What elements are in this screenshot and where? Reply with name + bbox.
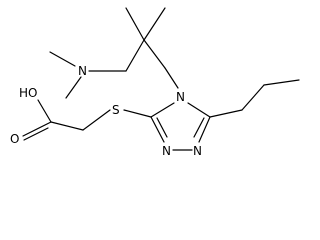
bond-c3-n2: [150, 116, 165, 143]
atom-n-ring-4: N: [176, 90, 185, 104]
atom-n-amine: N: [78, 64, 87, 78]
bond-ch2-cooh: [50, 121, 84, 131]
bond-c-o-double: [23, 127, 49, 141]
atom-n-ring-2: N: [162, 144, 171, 158]
bond-cq-ch2: [143, 39, 166, 69]
atom-o-hydroxyl: HO: [19, 86, 37, 100]
bond-cq-me-left: [125, 7, 145, 41]
bond-n4-c3: [150, 102, 175, 118]
atom-s-thioether: S: [112, 103, 120, 117]
bond-nme-lower: [65, 76, 82, 99]
molecule-structure: N S N N N HO O: [10, 7, 300, 158]
bond-cq-me-right: [143, 7, 166, 41]
bond-propyl-2-3: [263, 79, 300, 86]
bond-nme-upper: [49, 51, 76, 67]
bond-propyl-1-2: [241, 84, 265, 111]
bond-ch2-cq: [125, 39, 145, 72]
bond-c3-s: [123, 109, 152, 118]
bonds: [22, 7, 300, 151]
atom-o-carbonyl: O: [10, 132, 19, 146]
bond-c-oh: [37, 99, 52, 123]
bond-s-ch2: [82, 109, 111, 131]
bond-c5-propyl-1: [209, 109, 243, 118]
bond-n4-c5: [187, 102, 211, 118]
bond-n1-c5: [198, 116, 211, 143]
bond-c-o: [22, 121, 52, 137]
atom-n-ring-1: N: [193, 144, 202, 158]
bond-n1-c5-double: [193, 117, 205, 138]
bond-c3-n2-double: [156, 117, 168, 138]
bond-ch2-n4: [164, 67, 179, 89]
atom-labels: N S N N N HO O: [10, 64, 202, 158]
